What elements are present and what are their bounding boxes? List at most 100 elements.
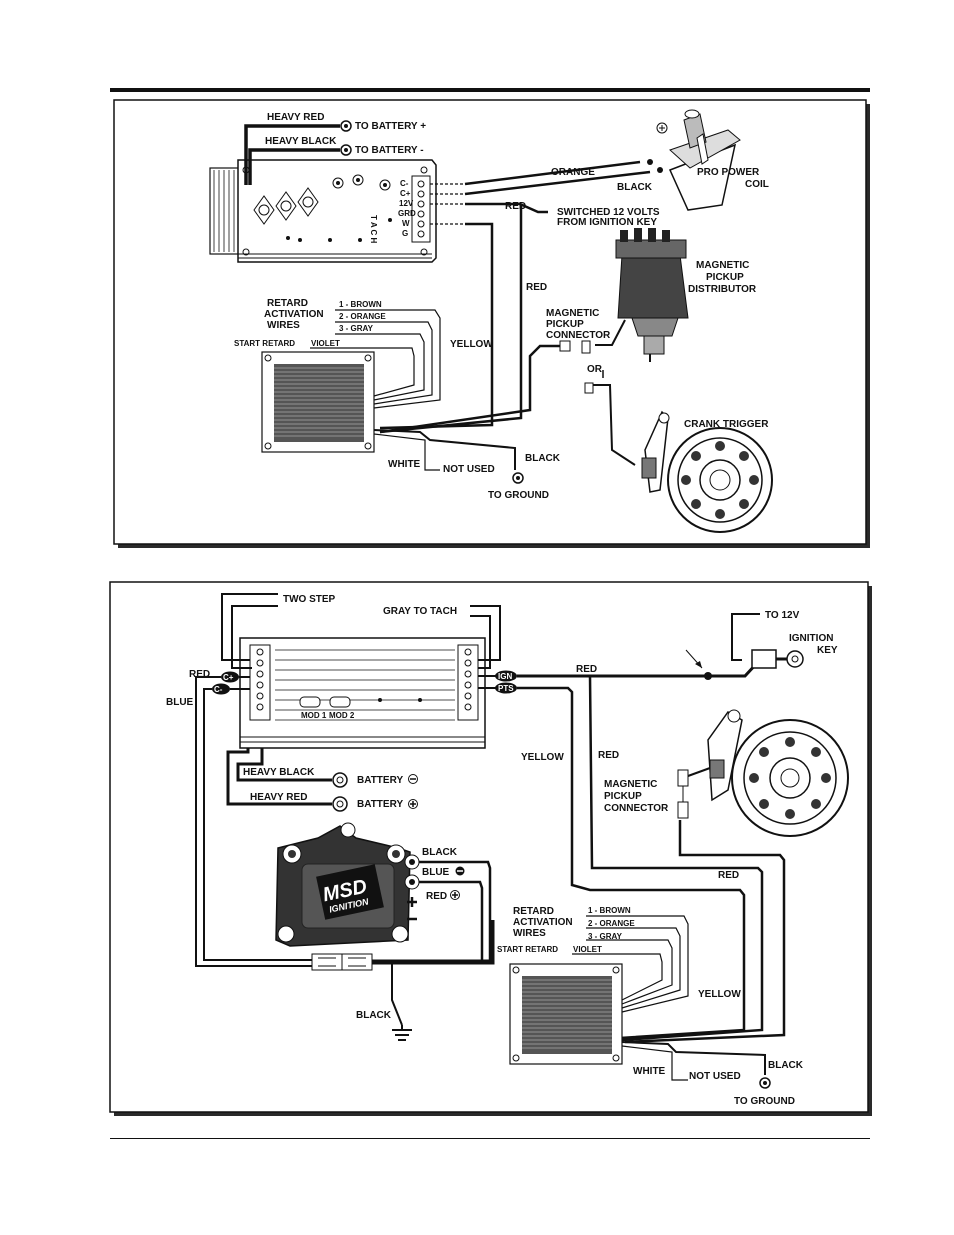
top-heavy-red-label: HEAVY RED xyxy=(267,112,324,123)
top-terminal-label-3: 12V xyxy=(399,199,414,208)
bottom-retard-wires xyxy=(572,915,766,1081)
bottom-top-loop-wires xyxy=(221,593,501,669)
bottom-to-ground-label: TO GROUND xyxy=(734,1096,795,1107)
bottom-two-step-label: TWO STEP xyxy=(283,594,336,605)
top-mag-conn-label-3: CONNECTOR xyxy=(546,330,611,341)
bottom-start-retard-label: START RETARD xyxy=(497,945,558,954)
bottom-rule xyxy=(110,1138,870,1139)
bottom-black-ground-label: BLACK xyxy=(356,1010,392,1021)
bottom-yellow-label: YELLOW xyxy=(521,752,564,763)
top-terminal-dashes xyxy=(430,183,465,225)
top-crank-trigger-label: CRANK TRIGGER xyxy=(684,419,769,430)
top-terminal-label-4: GRD xyxy=(398,209,416,218)
bottom-coil-blue-label: BLUE xyxy=(422,867,450,878)
top-brown-label: 1 - BROWN xyxy=(339,300,382,309)
top-red-small-label: RED xyxy=(505,201,526,212)
bottom-crank-trigger xyxy=(677,709,849,837)
bottom-red-left-label: RED xyxy=(189,669,210,680)
bottom-ignition-key-wiring xyxy=(517,613,804,680)
top-orange2-label: 2 - ORANGE xyxy=(339,312,386,321)
bottom-heavy-red-label: HEAVY RED xyxy=(250,792,307,803)
bottom-heavy-black-label: HEAVY BLACK xyxy=(243,767,315,778)
bottom-retard-label-1: RETARD xyxy=(513,906,554,917)
top-white-label: WHITE xyxy=(388,459,421,470)
bottom-ignition-control-box xyxy=(239,637,486,749)
bottom-ignition-key-label-1: IGNITION xyxy=(789,633,833,644)
top-black-ground-label: BLACK xyxy=(525,453,561,464)
bottom-mag-conn-label-3: CONNECTOR xyxy=(604,803,669,814)
bottom-black-right-label: BLACK xyxy=(768,1060,804,1071)
top-retard-wires xyxy=(310,309,516,471)
top-mag-dist-label-1: MAGNETIC xyxy=(696,260,749,271)
top-to-battery-pos-label: TO BATTERY + xyxy=(355,121,426,132)
top-to-battery-neg-label: TO BATTERY - xyxy=(355,145,424,156)
bottom-retard-module xyxy=(509,963,623,1065)
top-magnetic-pickup-connector xyxy=(379,319,636,466)
bottom-coil-wires xyxy=(372,860,495,1026)
bottom-battery-wires xyxy=(226,748,332,806)
bottom-coil-red-label: RED xyxy=(426,891,447,902)
bottom-diagram-panel: MOD 1 MOD 2 TWO STEP GRAY TO TACH C+ C- … xyxy=(109,581,872,1116)
top-not-used-label: NOT USED xyxy=(443,464,495,475)
bottom-violet-label: VIOLET xyxy=(573,945,602,954)
top-ignition-control-box: T A C H C- C+ 12V GRD W G xyxy=(209,159,437,263)
top-orange-label: ORANGE xyxy=(551,167,595,178)
top-pro-power-label-2: COIL xyxy=(745,179,769,190)
bottom-coil-connector-plug xyxy=(311,953,373,971)
bottom-mag-conn-label-2: PICKUP xyxy=(604,791,642,802)
top-red-vertical-label: RED xyxy=(526,282,547,293)
top-mag-dist-label-2: PICKUP xyxy=(706,272,744,283)
top-switched-line1: SWITCHED 12 VOLTS xyxy=(557,207,660,218)
bottom-ign-pts-badges xyxy=(478,670,517,694)
top-retard-label-3: WIRES xyxy=(267,320,300,331)
bottom-orange-label: 2 - ORANGE xyxy=(588,919,635,928)
top-coil-wires xyxy=(379,160,651,434)
top-mag-conn-label-2: PICKUP xyxy=(546,319,584,330)
bottom-mag-conn-label-1: MAGNETIC xyxy=(604,779,657,790)
bottom-retard-label-2: ACTIVATION xyxy=(513,917,573,928)
top-terminal-label-5: W xyxy=(402,219,410,228)
top-battery-wires xyxy=(244,120,352,185)
bottom-red-top-label: RED xyxy=(576,664,597,675)
ground-icon xyxy=(392,1025,412,1041)
top-to-ground-label: TO GROUND xyxy=(488,490,549,501)
bottom-pts-badge-text: PTS xyxy=(498,684,514,693)
bottom-msd-coil xyxy=(275,822,420,947)
bottom-long-wires xyxy=(517,675,786,1044)
top-terminal-label-1: C- xyxy=(400,179,409,188)
top-start-retard-label: START RETARD xyxy=(234,339,295,348)
bottom-not-used-label: NOT USED xyxy=(689,1071,741,1082)
top-retard-label-1: RETARD xyxy=(267,298,308,309)
top-heavy-black-label: HEAVY BLACK xyxy=(265,136,337,147)
bottom-white-label: WHITE xyxy=(633,1066,666,1077)
top-or-label: OR xyxy=(587,364,603,375)
bottom-c-badges xyxy=(212,671,250,695)
bottom-mod1-label: MOD 1 xyxy=(301,711,327,720)
bottom-blue-left-label: BLUE xyxy=(166,697,194,708)
top-pro-power-label-1: PRO POWER xyxy=(697,167,760,178)
top-retard-module xyxy=(261,351,375,453)
top-violet-label: VIOLET xyxy=(311,339,340,348)
top-box-terminal-strip xyxy=(411,175,431,243)
top-mag-dist-label-3: DISTRIBUTOR xyxy=(688,284,757,295)
top-crank-trigger xyxy=(641,410,773,533)
bottom-coil-black-label: BLACK xyxy=(422,847,458,858)
bottom-brown-label: 1 - BROWN xyxy=(588,906,631,915)
bottom-retard-label-3: WIRES xyxy=(513,928,546,939)
bottom-yellow-right-label: YELLOW xyxy=(698,989,741,1000)
top-box-module-plugs xyxy=(253,187,319,225)
bottom-red-right-label: RED xyxy=(718,870,739,881)
bottom-gray-label: 3 - GRAY xyxy=(588,932,623,941)
bottom-battery-neg-label: BATTERY xyxy=(357,775,403,786)
top-magnetic-pickup-distributor xyxy=(615,228,689,362)
top-black-coil-label: BLACK xyxy=(617,182,653,193)
bottom-mod2-label: MOD 2 xyxy=(329,711,355,720)
bottom-panel-frame xyxy=(109,581,869,1113)
top-yellow-label: YELLOW xyxy=(450,339,493,350)
bottom-ignition-key-label-2: KEY xyxy=(817,645,838,656)
bottom-ign-badge-text: IGN xyxy=(498,672,512,681)
top-terminal-label-6: G xyxy=(402,229,408,238)
bottom-red-mid-label: RED xyxy=(598,750,619,761)
top-retard-label-2: ACTIVATION xyxy=(264,309,324,320)
